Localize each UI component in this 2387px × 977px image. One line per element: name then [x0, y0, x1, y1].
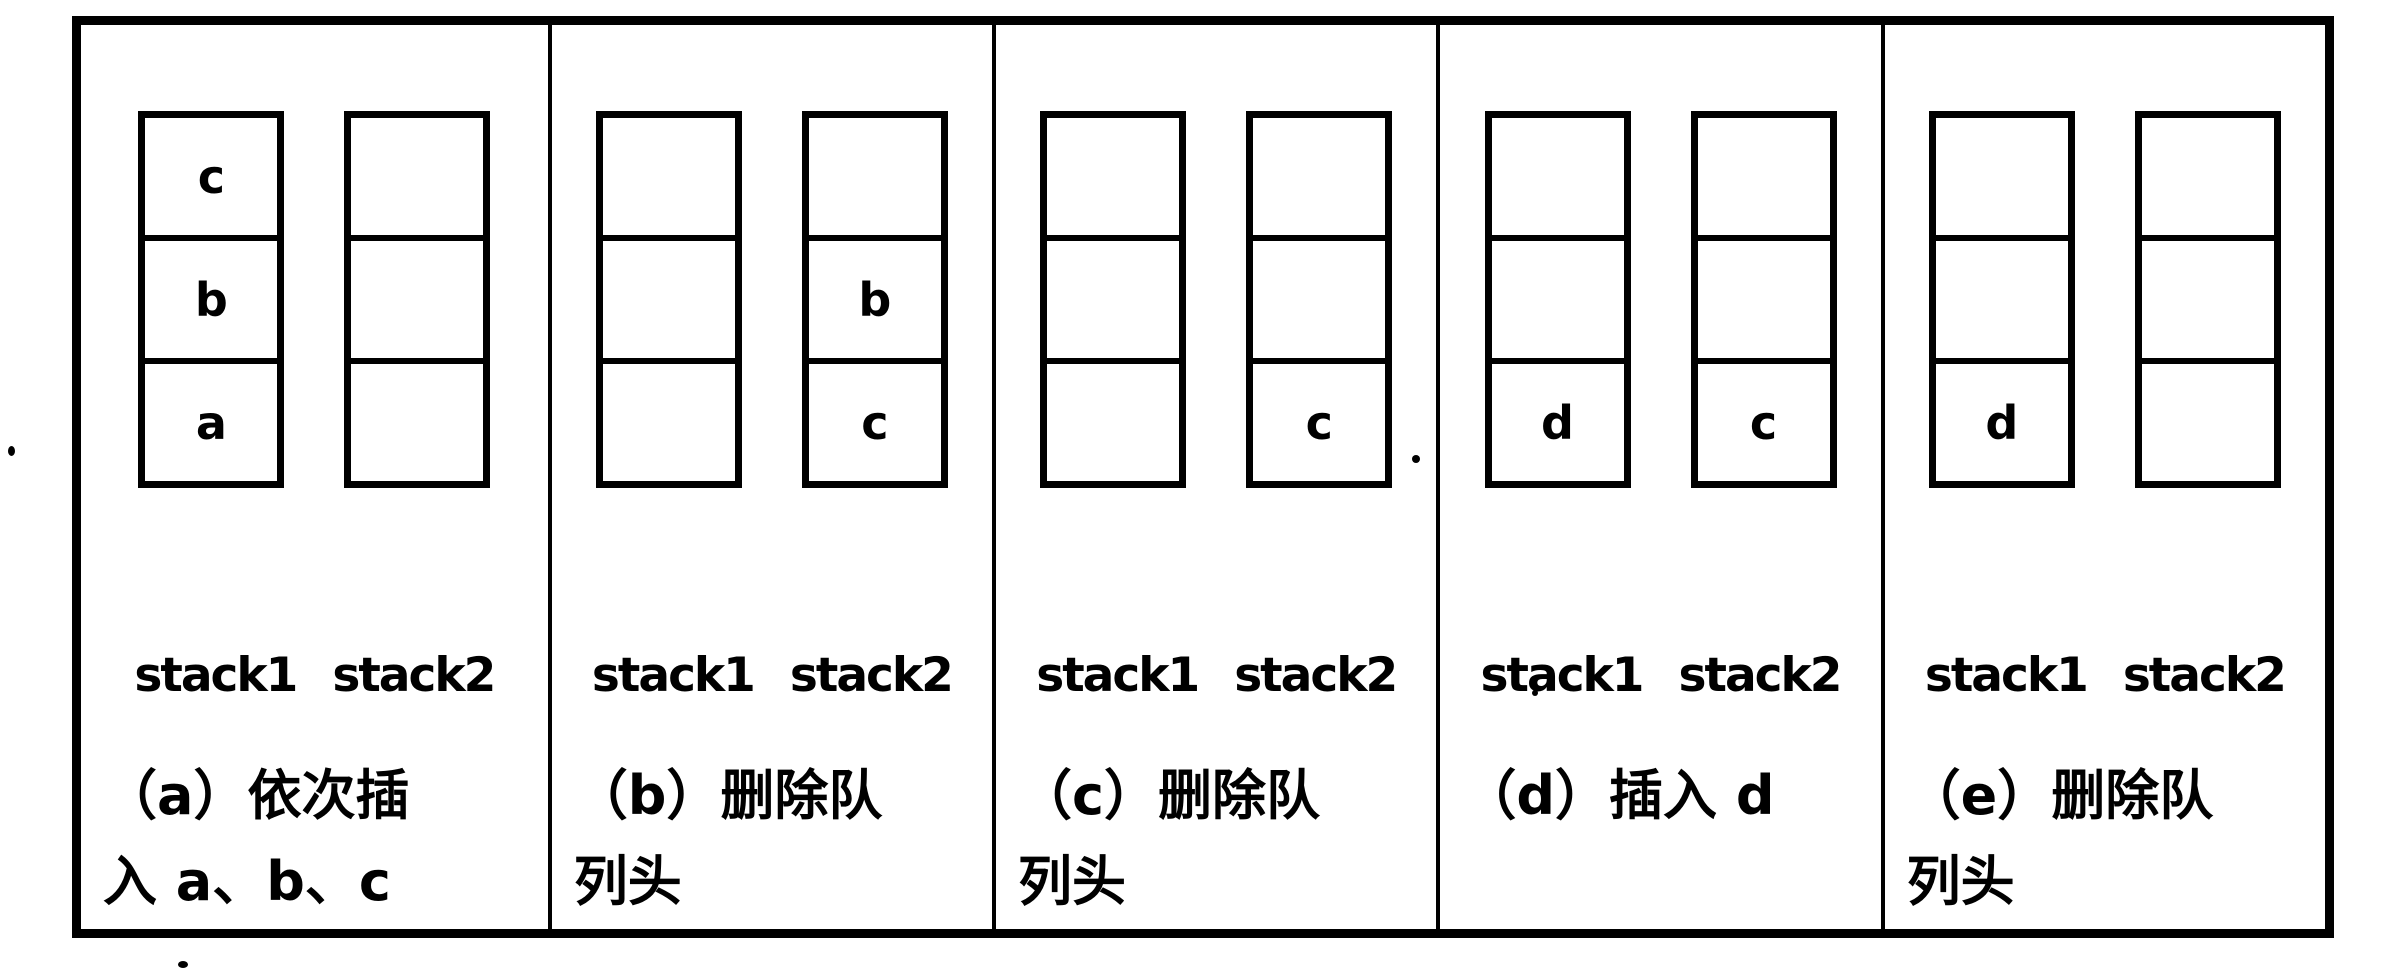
- stack-cell: c: [197, 149, 225, 204]
- stack-cell: [2142, 118, 2274, 235]
- stack-cell: [2141, 358, 2274, 481]
- scan-speck: [178, 961, 188, 968]
- stack2-box: c: [1246, 111, 1393, 488]
- stack1-label: stack1: [1480, 648, 1645, 703]
- stack-labels: stack1 stack2: [1440, 648, 1880, 703]
- stack-cell: [1491, 235, 1624, 358]
- caption-line: （b）删除队: [573, 764, 883, 827]
- panel-caption: （b）删除队 列头: [552, 753, 992, 925]
- stack-cell: [2141, 235, 2274, 358]
- stack-cell: d: [1935, 358, 2068, 481]
- stack-labels: stack1 stack2: [996, 648, 1436, 703]
- caption-line: （d）插入 d: [1462, 764, 1775, 827]
- stack-cell: d: [1491, 358, 1624, 481]
- stack-labels: stack1 stack2: [552, 648, 992, 703]
- stack-cell: [351, 235, 484, 358]
- stacks-row: d c: [1440, 111, 1880, 488]
- stack1-box: c b a: [138, 111, 285, 488]
- caption-line: （c）删除队: [1018, 764, 1321, 827]
- panel-b: b c stack1 stack2 （b）删除队 列头: [547, 25, 992, 929]
- stack1-box: d: [1928, 111, 2075, 488]
- panel-caption: （c）删除队 列头: [996, 753, 1436, 925]
- stack-cell: b: [808, 235, 941, 358]
- stack2-label: stack2: [789, 648, 954, 703]
- stack-cell: [1253, 118, 1385, 235]
- stack2-label: stack2: [2122, 648, 2287, 703]
- stack2-label: stack2: [332, 648, 496, 703]
- panel-caption: （e）删除队 列头: [1885, 753, 2325, 925]
- stack1-box: [1040, 111, 1187, 488]
- stack1-label: stack1: [134, 648, 298, 703]
- stack1-label: stack1: [591, 648, 756, 703]
- stacks-row: c b a: [81, 111, 548, 488]
- stack1-label: stack1: [1924, 648, 2089, 703]
- scan-speck: [1412, 455, 1420, 463]
- caption-line: 入 a、b、c: [103, 850, 391, 913]
- stack-cell: [1698, 118, 1830, 235]
- stack1-box: [595, 111, 742, 488]
- panel-c: c stack1 stack2 （c）删除队 列头: [992, 25, 1436, 929]
- stack-cell: [1492, 118, 1624, 235]
- caption-line: [1462, 839, 1870, 925]
- panel-d: d c stack1 stack2 （d）插入 d: [1436, 25, 1880, 929]
- stack-cell: [1936, 118, 2068, 235]
- stacks-row: d: [1885, 111, 2325, 488]
- stack2-box: b c: [801, 111, 948, 488]
- panel-caption: （a）依次插 入 a、b、c: [81, 753, 548, 925]
- stack-cell: [1047, 118, 1179, 235]
- stack-cell: a: [145, 358, 278, 481]
- stack-cell: [1697, 235, 1830, 358]
- figure-frame: c b a stack1 stack2 （a）依次插 入 a、b、c: [72, 16, 2334, 938]
- stack1-box: d: [1484, 111, 1631, 488]
- caption-line: 列头: [573, 850, 682, 913]
- stack2-box: c: [1690, 111, 1837, 488]
- stack-cell: [602, 235, 735, 358]
- panel-e: d stack1 stack2 （e）删除队 列头: [1880, 25, 2325, 929]
- scan-speck: [1532, 690, 1538, 696]
- stack-labels: stack1 stack2: [1885, 648, 2325, 703]
- panel-a: c b a stack1 stack2 （a）依次插 入 a、b、c: [81, 25, 548, 929]
- stack-cell: [1253, 235, 1386, 358]
- stack-cell: c: [1697, 358, 1830, 481]
- stack-cell: [1935, 235, 2068, 358]
- caption-line: 列头: [1906, 850, 2015, 913]
- stack-cell: [603, 118, 735, 235]
- stacks-row: c: [996, 111, 1436, 488]
- caption-line: 列头: [1018, 850, 1127, 913]
- scan-speck: [8, 446, 15, 456]
- stack2-label: stack2: [1234, 648, 1398, 703]
- caption-line: （e）删除队: [1906, 764, 2214, 827]
- stack-cell: [1047, 235, 1180, 358]
- stack-cell: [351, 358, 484, 481]
- stack2-box: [344, 111, 491, 488]
- panel-caption: （d）插入 d: [1440, 753, 1880, 925]
- stack-labels: stack1 stack2: [81, 648, 548, 703]
- caption-line: （a）依次插: [103, 764, 410, 827]
- stack-cell: c: [808, 358, 941, 481]
- stack-cell: c: [1253, 358, 1386, 481]
- stack-cell: [602, 358, 735, 481]
- stack-cell: [1047, 358, 1180, 481]
- stack2-box: [2134, 111, 2281, 488]
- stack-cell: b: [145, 235, 278, 358]
- stack2-label: stack2: [1678, 648, 1843, 703]
- stacks-row: b c: [552, 111, 992, 488]
- stack1-label: stack1: [1036, 648, 1200, 703]
- stack-cell: [351, 118, 483, 235]
- stack-cell: [809, 118, 941, 235]
